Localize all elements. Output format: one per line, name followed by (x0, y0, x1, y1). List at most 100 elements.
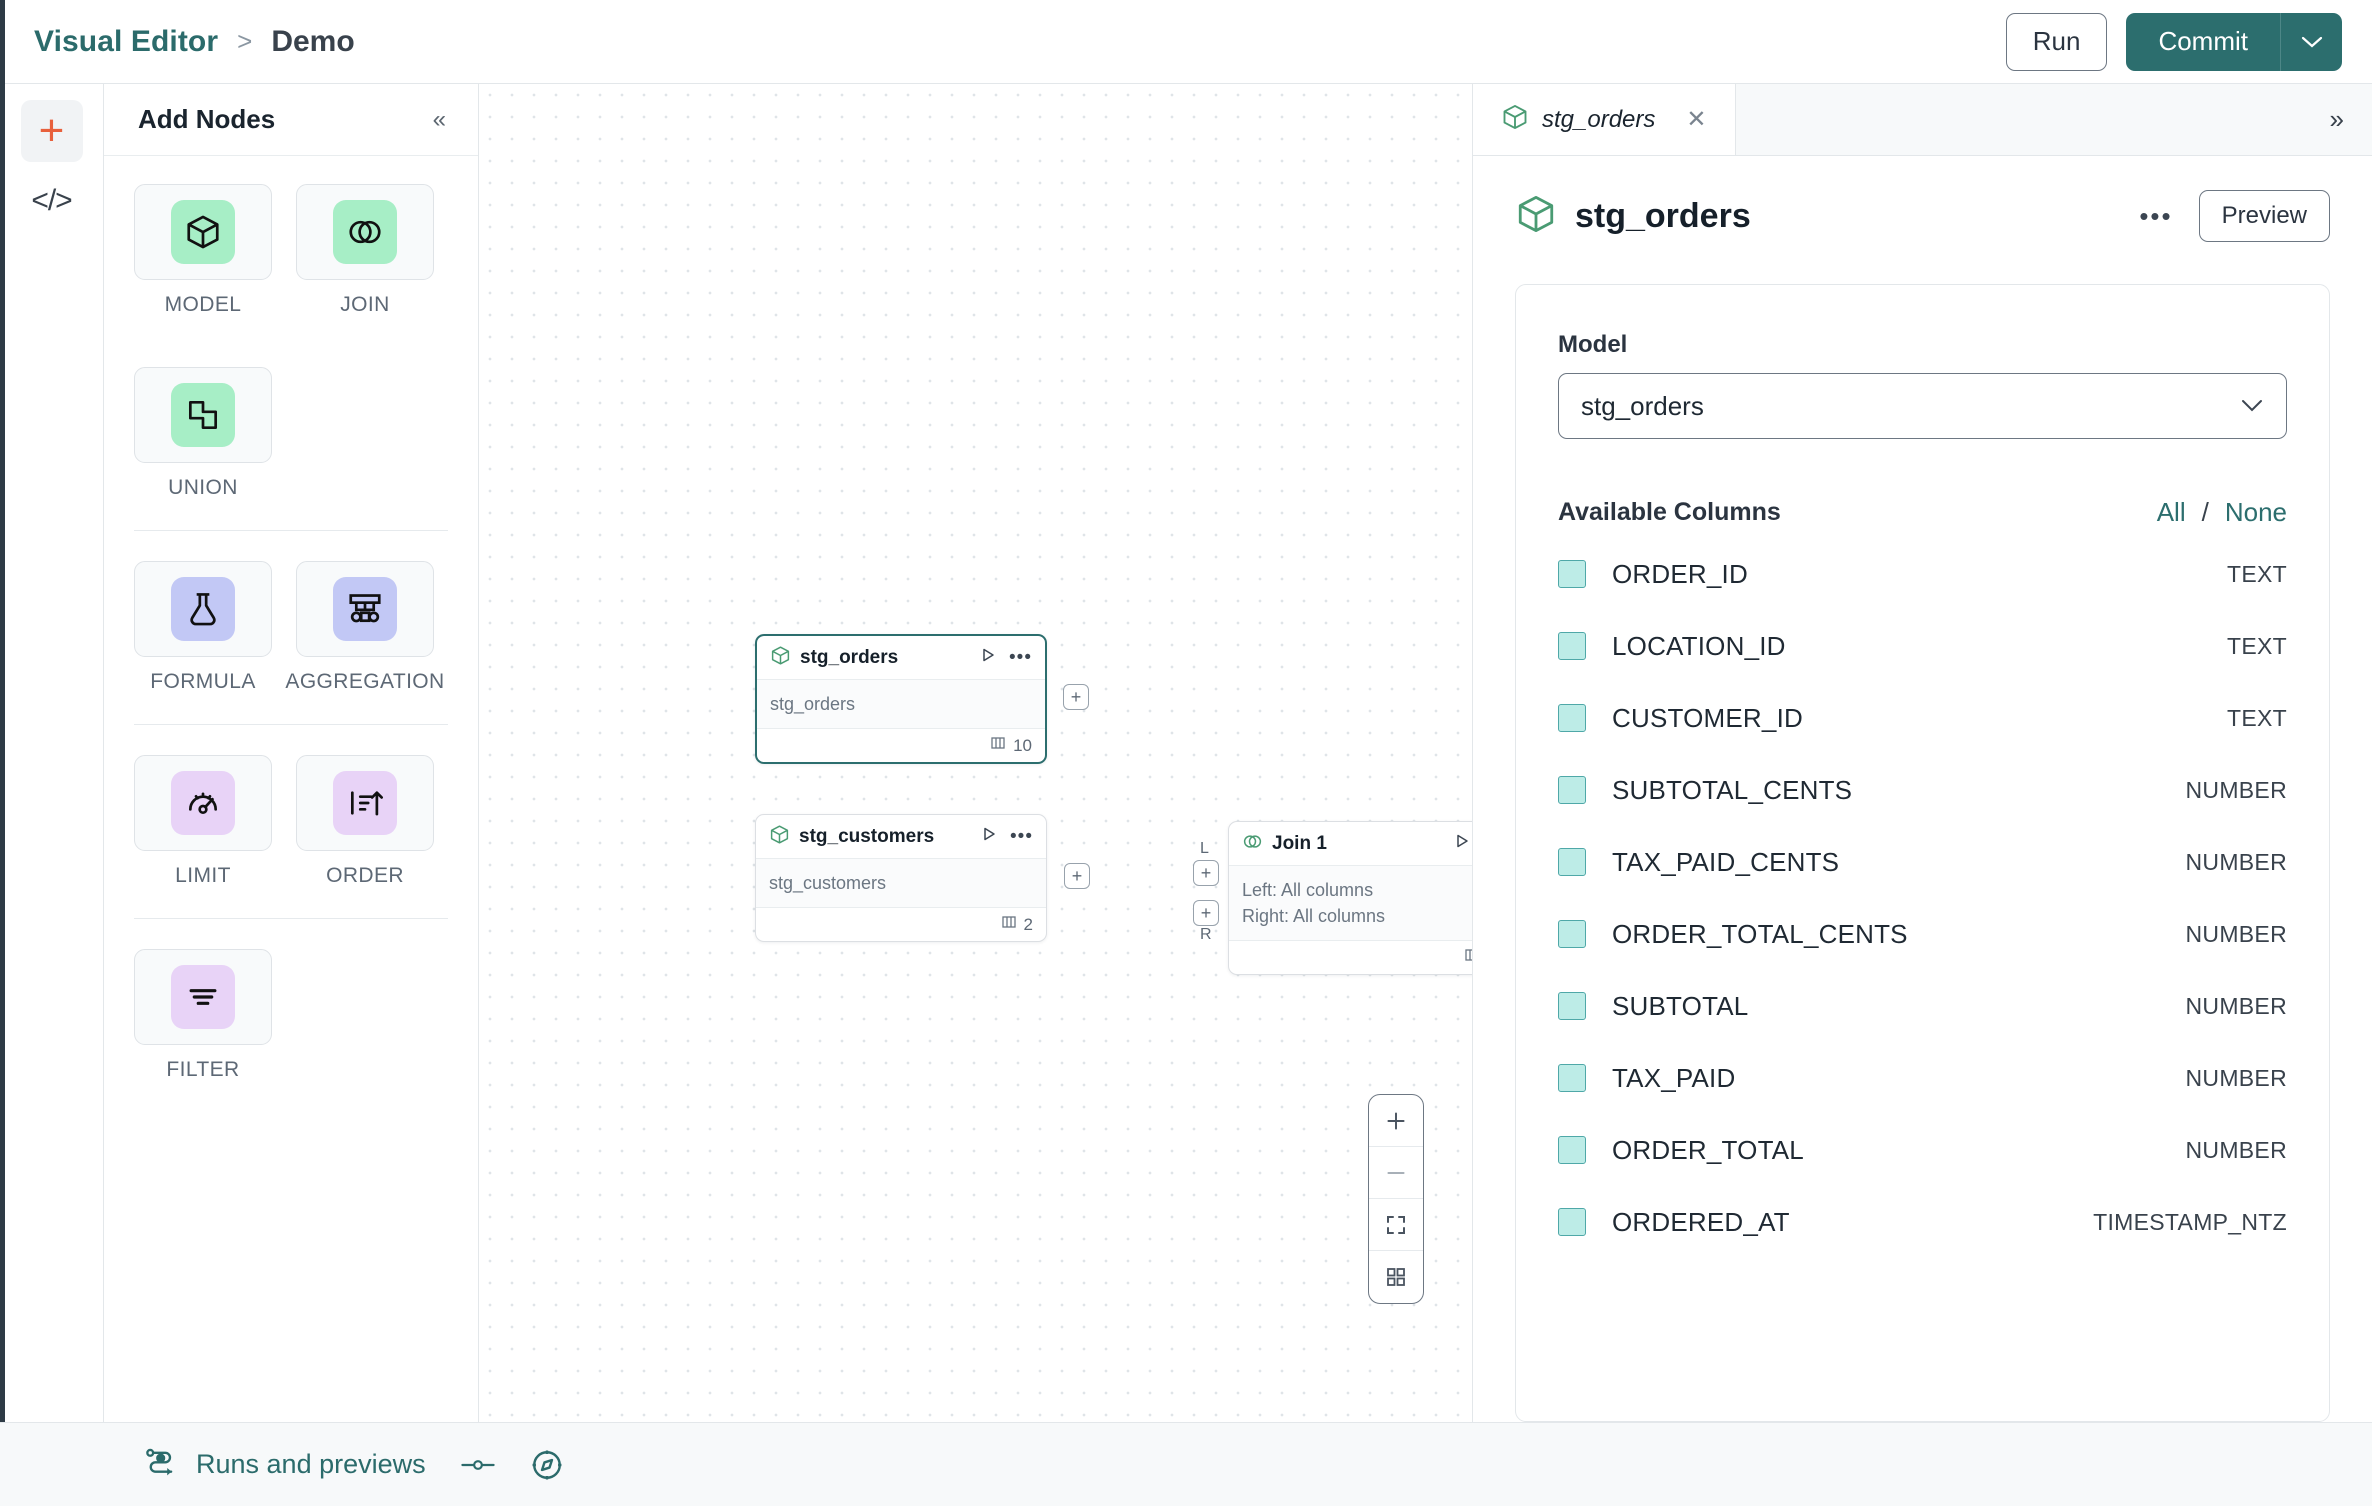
icon-rail: + </> (0, 84, 104, 1422)
palette-collapse-icon[interactable]: « (432, 105, 446, 133)
node-output-handle[interactable]: + (1063, 684, 1089, 710)
column-type: NUMBER (2185, 848, 2287, 875)
select-none-link[interactable]: None (2224, 497, 2287, 527)
palette-label: FILTER (166, 1058, 240, 1081)
column-row[interactable]: ORDER_TOTAL_CENTS NUMBER (1558, 898, 2287, 970)
node-title: Join 1 (1272, 832, 1327, 854)
palette-group-sources: MODEL JOIN (104, 184, 478, 526)
columns-list: ORDER_ID TEXT LOCATION_ID TEXT CUSTOMER_… (1558, 538, 2287, 1258)
panel-expand-icon[interactable]: » (2329, 104, 2345, 134)
column-checkbox[interactable] (1558, 776, 1586, 804)
node-output-handle[interactable]: + (1064, 863, 1090, 889)
column-row[interactable]: SUBTOTAL_CENTS NUMBER (1558, 754, 2287, 826)
column-checkbox[interactable] (1558, 1208, 1586, 1236)
column-checkbox[interactable] (1558, 560, 1586, 588)
node-run-icon[interactable] (1454, 833, 1470, 854)
fit-view-button[interactable] (1369, 1199, 1423, 1251)
palette-divider (134, 724, 448, 725)
column-row[interactable]: ORDER_ID TEXT (1558, 538, 2287, 610)
runs-and-previews-button[interactable]: Runs and previews (145, 1447, 426, 1482)
close-icon[interactable]: ✕ (1686, 106, 1707, 133)
column-name: ORDER_ID (1612, 558, 1748, 589)
breadcrumb-visual-editor[interactable]: Visual Editor (34, 24, 219, 58)
column-row[interactable]: TAX_PAID_CENTS NUMBER (1558, 826, 2287, 898)
palette-item-limit[interactable]: LIMIT (134, 755, 272, 888)
breadcrumb-demo[interactable]: Demo (271, 24, 355, 58)
palette-item-model[interactable]: MODEL (134, 184, 272, 317)
page-title: stg_orders (1575, 196, 1751, 235)
column-checkbox[interactable] (1558, 704, 1586, 732)
column-row[interactable]: SUBTOTAL NUMBER (1558, 970, 2287, 1042)
node-body-line: stg_orders (770, 694, 856, 714)
canvas-node-stg-customers[interactable]: stg_customers ••• stg_customers 2 (755, 814, 1090, 943)
join-left-input-handle[interactable]: + (1193, 860, 1219, 886)
canvas-node-join-1[interactable]: Join 1 ••• Left: All columns Right: All … (1193, 821, 1472, 976)
node-header: stg_customers ••• (756, 815, 1046, 859)
palette-item-union[interactable]: UNION (134, 367, 272, 500)
flow-canvas[interactable]: stg_orders ••• stg_orders 10 (479, 84, 1472, 1422)
palette-item-formula[interactable]: FORMULA (134, 561, 272, 694)
node-body-line-right: Right: All columns (1242, 906, 1386, 927)
canvas-zoom-controls (1368, 1094, 1424, 1304)
column-row[interactable]: ORDERED_AT TIMESTAMP_NTZ (1558, 1186, 2287, 1258)
column-row[interactable]: LOCATION_ID TEXT (1558, 610, 2287, 682)
palette-label: MODEL (164, 293, 242, 316)
commit-button[interactable]: Commit (2126, 12, 2280, 71)
palette-item-join[interactable]: JOIN (296, 184, 434, 317)
columns-icon (1464, 947, 1472, 968)
canvas-node-stg-orders[interactable]: stg_orders ••• stg_orders 10 (755, 634, 1089, 765)
cube-icon (171, 200, 235, 264)
node-body-line-left: Left: All columns (1242, 880, 1374, 900)
node-footer: 10 (757, 728, 1045, 762)
compass-icon[interactable] (530, 1448, 564, 1482)
available-columns-title: Available Columns (1558, 498, 1781, 526)
run-button[interactable]: Run (2005, 12, 2108, 71)
palette-item-aggregation[interactable]: AGGREGATION (285, 561, 444, 694)
code-view-button[interactable]: </> (21, 170, 83, 232)
node-palette: Add Nodes « MODEL (104, 84, 479, 1422)
column-name: LOCATION_ID (1612, 630, 1786, 661)
tab-label: stg_orders (1542, 105, 1656, 133)
model-select[interactable]: stg_orders (1558, 373, 2287, 439)
tab-stg-orders[interactable]: stg_orders ✕ (1473, 84, 1736, 155)
palette-item-order[interactable]: ORDER (296, 755, 434, 888)
column-checkbox[interactable] (1558, 1136, 1586, 1164)
bottom-bar: Runs and previews (0, 1422, 2372, 1506)
panel-more-icon[interactable]: ••• (2139, 200, 2173, 231)
model-field-label: Model (1558, 331, 1628, 358)
palette-label: UNION (168, 476, 238, 499)
minimap-button[interactable] (1369, 1251, 1423, 1303)
venn-icon (333, 200, 397, 264)
add-node-button[interactable]: + (20, 100, 83, 162)
slider-icon[interactable] (460, 1455, 496, 1475)
select-all-link[interactable]: All (2156, 497, 2186, 527)
join-right-input-handle[interactable]: + (1193, 900, 1219, 926)
zoom-out-button[interactable] (1369, 1147, 1423, 1199)
commit-chevron-down-icon[interactable] (2280, 12, 2342, 71)
column-checkbox[interactable] (1558, 632, 1586, 660)
column-type: TEXT (2227, 560, 2287, 587)
column-checkbox[interactable] (1558, 1064, 1586, 1092)
gauge-icon (171, 771, 235, 835)
preview-button[interactable]: Preview (2198, 190, 2330, 242)
palette-divider (134, 530, 448, 531)
node-menu-icon[interactable]: ••• (1009, 646, 1032, 668)
node-run-icon[interactable] (980, 647, 996, 668)
column-name: SUBTOTAL_CENTS (1612, 774, 1853, 805)
node-menu-icon[interactable]: ••• (1010, 825, 1033, 847)
column-row[interactable]: ORDER_TOTAL NUMBER (1558, 1114, 2287, 1186)
column-checkbox[interactable] (1558, 848, 1586, 876)
zoom-in-button[interactable] (1369, 1095, 1423, 1147)
column-name: ORDER_TOTAL (1612, 1134, 1804, 1165)
palette-label: FORMULA (150, 670, 256, 693)
column-checkbox[interactable] (1558, 992, 1586, 1020)
column-checkbox[interactable] (1558, 920, 1586, 948)
cube-icon (769, 824, 790, 850)
column-row[interactable]: TAX_PAID NUMBER (1558, 1042, 2287, 1114)
commit-split-button: Commit (2126, 12, 2342, 71)
column-row[interactable]: CUSTOMER_ID TEXT (1558, 682, 2287, 754)
node-run-icon[interactable] (981, 826, 997, 847)
palette-item-filter[interactable]: FILTER (134, 949, 272, 1082)
node-column-count: 10 (1013, 735, 1032, 755)
palette-divider (134, 918, 448, 919)
